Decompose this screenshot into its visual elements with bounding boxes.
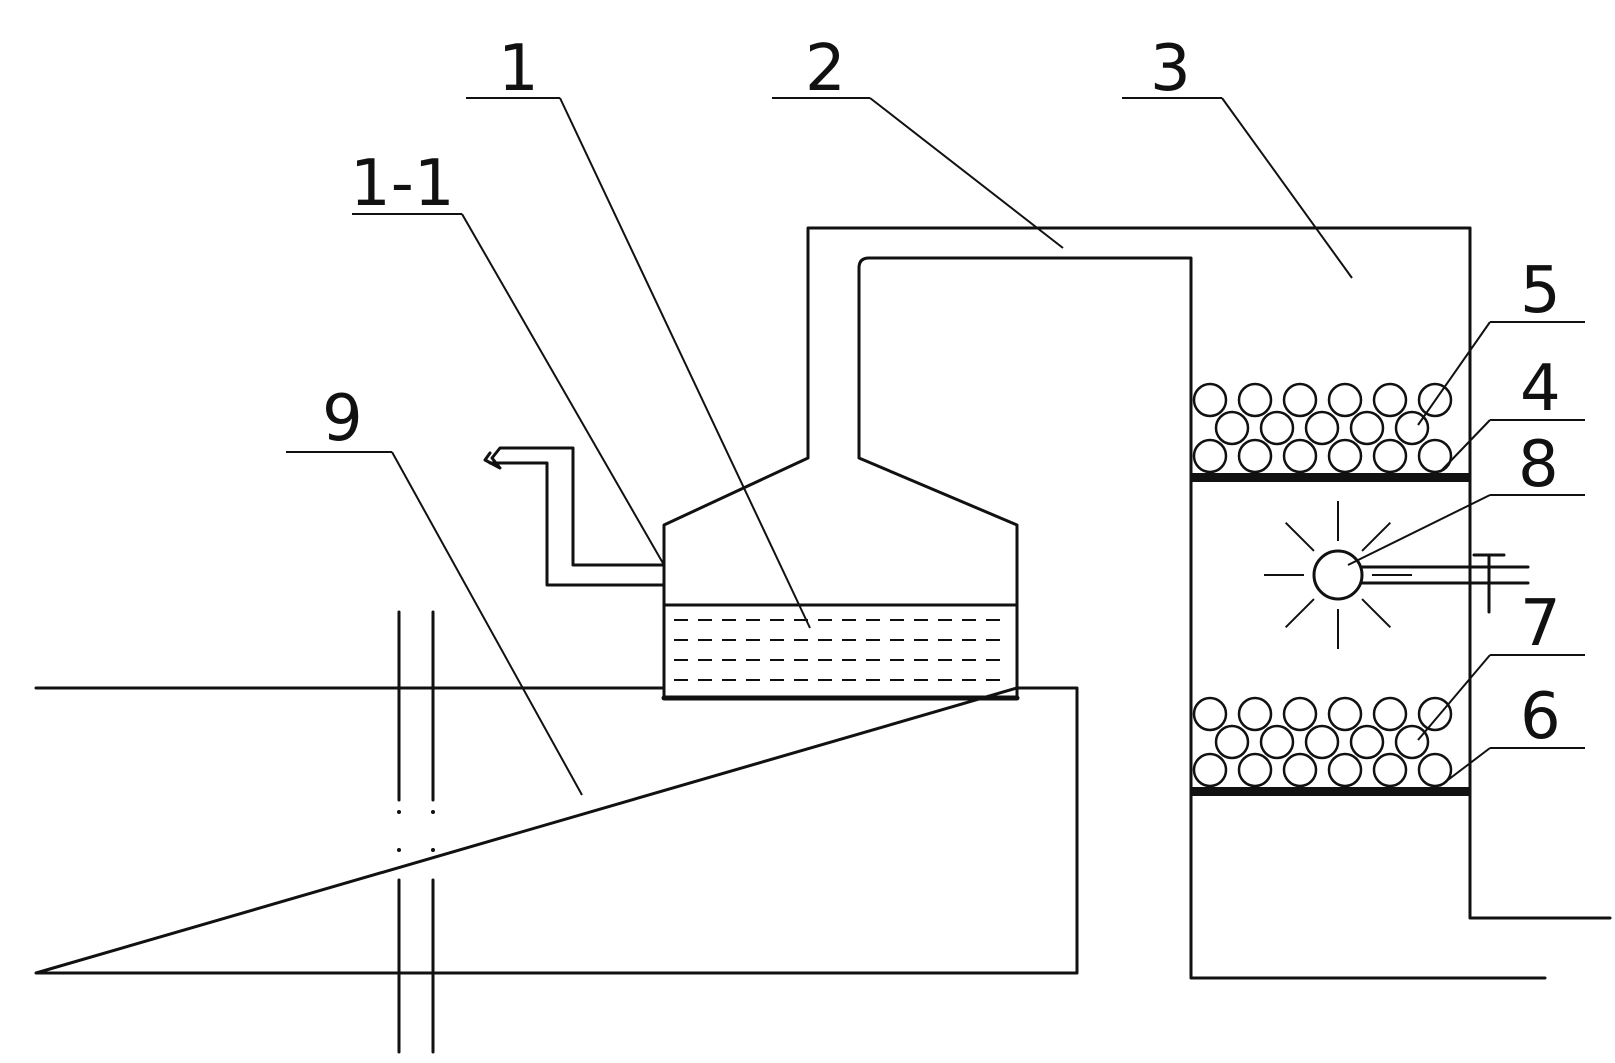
- label-4: 4: [1520, 352, 1561, 426]
- packing-ball: [1214, 410, 1250, 446]
- packing-layer-lower: [1192, 696, 1453, 788]
- packing-ball: [1327, 696, 1363, 732]
- label-6: 6: [1520, 680, 1561, 754]
- leader-lines: [286, 97, 1585, 796]
- packing-ball: [1417, 438, 1453, 474]
- packing-ball: [1417, 752, 1453, 788]
- packing-ball: [1349, 410, 1385, 446]
- packing-ball: [1214, 724, 1250, 760]
- packing-ball: [1282, 696, 1318, 732]
- packing-ball: [1304, 724, 1340, 760]
- light-ray: [1361, 598, 1392, 629]
- packing-ball: [1349, 724, 1385, 760]
- packing-ball: [1237, 382, 1273, 418]
- packing-ball: [1372, 696, 1408, 732]
- packing-ball: [1282, 752, 1318, 788]
- packing-ball: [1259, 724, 1295, 760]
- column: [1191, 226, 1612, 920]
- packing-ball: [1417, 696, 1453, 732]
- base-block: [34, 610, 1079, 1054]
- packing-ball: [1327, 752, 1363, 788]
- label-9: 9: [322, 382, 363, 456]
- packing-ball: [1372, 438, 1408, 474]
- packing-ball: [1372, 752, 1408, 788]
- label-7: 7: [1520, 587, 1561, 661]
- packing-layer-upper: [1192, 382, 1453, 474]
- packing-ball: [1237, 752, 1273, 788]
- label-8: 8: [1518, 428, 1559, 502]
- packing-ball: [1282, 382, 1318, 418]
- packing-ball: [1237, 438, 1273, 474]
- packing-ball: [1192, 752, 1228, 788]
- packing-ball: [1259, 410, 1295, 446]
- packing-ball: [1192, 382, 1228, 418]
- label-1: 1: [498, 32, 539, 106]
- packing-ball: [1192, 696, 1228, 732]
- label-3: 3: [1150, 32, 1191, 106]
- packing-ball: [1237, 696, 1273, 732]
- inlet-pipe: [483, 446, 666, 587]
- light-ray: [1361, 521, 1392, 552]
- packing-ball: [1304, 410, 1340, 446]
- light-ray: [1284, 521, 1315, 552]
- light-source: [1264, 501, 1530, 649]
- packing-ball: [1327, 438, 1363, 474]
- packing-ball: [1192, 438, 1228, 474]
- packing-ball: [1394, 410, 1430, 446]
- light-ray: [1284, 598, 1315, 629]
- packing-ball: [1282, 438, 1318, 474]
- packing-ball: [1394, 724, 1430, 760]
- label-1-1: 1-1: [350, 147, 455, 221]
- packing-ball: [1327, 382, 1363, 418]
- label-2: 2: [805, 32, 846, 106]
- liquid-tank: [661, 226, 1547, 980]
- packing-ball: [1372, 382, 1408, 418]
- label-5: 5: [1520, 254, 1561, 328]
